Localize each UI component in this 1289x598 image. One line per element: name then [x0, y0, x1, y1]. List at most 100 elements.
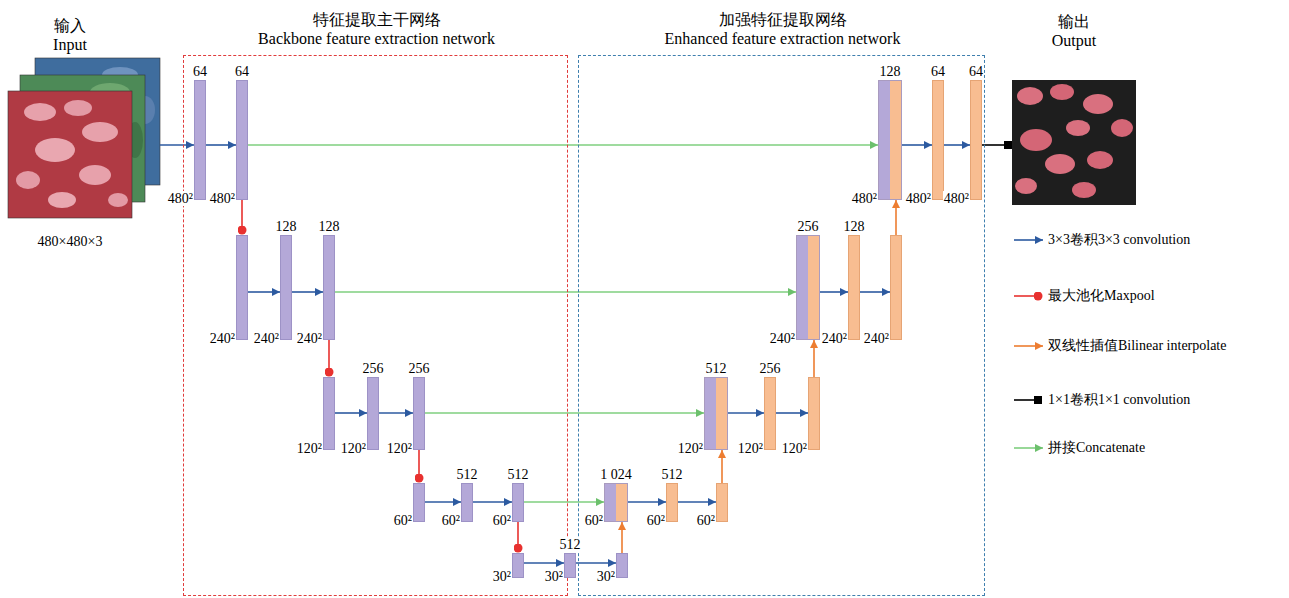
caption-group: 480×480×3: [8, 232, 132, 251]
caption-group: 加强特征提取网络Enhanced feature extraction netw…: [579, 10, 986, 48]
channel-count: 128: [318, 219, 341, 234]
legend-text: 拼接Concatenate: [1048, 440, 1145, 456]
feature-size: 240²: [209, 331, 236, 346]
feature-size: 60²: [696, 513, 716, 528]
caption-group: 输出Output: [1012, 12, 1136, 50]
input-image-stack: [8, 58, 160, 218]
channel-count: 128: [275, 219, 298, 234]
channel-count: 256: [408, 361, 431, 376]
legend-line: [1014, 295, 1038, 297]
feature-map-bar: 240²: [236, 235, 248, 340]
feature-map-bar: 64480²: [236, 80, 248, 200]
feature-size: 240²: [253, 331, 280, 346]
legend-text: 最大池化Maxpool: [1048, 288, 1155, 304]
feature-size: 60²: [646, 513, 666, 528]
concat-feature-bar: 256240²: [796, 235, 820, 340]
region-title: 加强特征提取网络: [579, 10, 986, 29]
conv-connector: [335, 412, 367, 414]
image-caption: Output: [1012, 31, 1136, 50]
feature-size: 120²: [296, 441, 323, 456]
feature-size: 60²: [584, 513, 604, 528]
channel-count: 512: [456, 467, 479, 482]
concat-feature-bar: 1 02460²: [604, 483, 628, 522]
feature-size: 480²: [905, 191, 932, 206]
legend-line: [1014, 399, 1038, 401]
upsampled-feature-bar: 64480²: [932, 80, 944, 200]
feature-size: 120²: [386, 441, 413, 456]
conv-connector: [292, 291, 323, 293]
legend-row: 3×3卷积3×3 convolution: [1012, 232, 1282, 248]
conv-connector: [944, 144, 970, 146]
feature-size: 60²: [492, 513, 512, 528]
network-region: 特征提取主干网络Backbone feature extraction netw…: [183, 55, 568, 596]
caption-group: 输入Input: [8, 16, 132, 54]
conv-connector: [248, 291, 280, 293]
channel-count: 256: [362, 361, 385, 376]
legend-line: [1014, 447, 1043, 449]
legend-line: [1014, 239, 1043, 241]
legend-row: 双线性插值Bilinear interpolate: [1012, 338, 1282, 354]
channel-count: 512: [507, 467, 530, 482]
legend-row: 最大池化Maxpool: [1012, 288, 1282, 304]
out-connector: [982, 144, 1008, 146]
feature-size: 240²: [769, 331, 796, 346]
upsampled-feature-bar: 51260²: [666, 483, 678, 522]
legend-sample: [1012, 338, 1046, 354]
conv-connector: [379, 412, 413, 414]
upsampled-feature-bar: 128240²: [848, 235, 860, 340]
feature-size: 480²: [851, 191, 878, 206]
legend-line: [1014, 345, 1043, 347]
pool-connector: [517, 522, 519, 548]
upsampled-feature-bar: 60²: [716, 483, 728, 522]
feature-map-bar: 256120²: [413, 377, 425, 450]
upsampled-feature-bar: 120²: [808, 377, 820, 450]
feature-size: 120²: [781, 441, 808, 456]
legend-text: 1×1卷积1×1 convolution: [1048, 392, 1190, 408]
feature-size: 30²: [492, 569, 512, 584]
feature-map-bar: 256120²: [367, 377, 379, 450]
feature-size: 240²: [296, 331, 323, 346]
image-panel: 输出Output: [1012, 80, 1136, 205]
feature-size: 120²: [677, 441, 704, 456]
channel-count: 256: [759, 361, 782, 376]
conv-connector: [628, 501, 666, 503]
conv-connector: [425, 501, 461, 503]
network-region: 加强特征提取网络Enhanced feature extraction netw…: [578, 55, 985, 596]
channel-count: 256: [797, 219, 820, 234]
cat-connector: [524, 501, 604, 503]
upsampled-feature-bar: 240²: [890, 235, 902, 340]
conv-connector: [820, 291, 848, 293]
conv-connector: [160, 144, 194, 146]
feature-map-bar: 120²: [323, 377, 335, 450]
image-caption: 输入: [8, 16, 132, 35]
feature-map-bar: 51260²: [461, 483, 473, 522]
region-title: Backbone feature extraction network: [184, 29, 569, 48]
pool-connector: [328, 340, 330, 372]
cat-connector: [248, 144, 878, 146]
conv-connector: [902, 144, 932, 146]
caption-group: 特征提取主干网络Backbone feature extraction netw…: [184, 10, 569, 48]
channel-count: 128: [879, 64, 902, 79]
feature-size: 480²: [943, 191, 970, 206]
conv-connector: [728, 412, 764, 414]
legend-text: 双线性插值Bilinear interpolate: [1048, 338, 1226, 354]
up-connector: [621, 522, 623, 553]
image-caption: 输出: [1012, 12, 1136, 31]
output-image: [1012, 80, 1136, 205]
image-size: 480×480×3: [8, 232, 132, 251]
channel-count: 64: [930, 64, 946, 79]
concat-feature-bar: 512120²: [704, 377, 728, 450]
channel-count: 1 024: [599, 467, 633, 482]
legend-sample: [1012, 288, 1046, 304]
region-title: Enhanced feature extraction network: [579, 29, 986, 48]
feature-map-bar: 128240²: [323, 235, 335, 340]
conv-connector: [860, 291, 890, 293]
concat-feature-bar: 128480²: [878, 80, 902, 200]
channel-count: 512: [705, 361, 728, 376]
conv-connector: [524, 562, 564, 564]
legend-text: 3×3卷积3×3 convolution: [1048, 232, 1190, 248]
feature-size: 120²: [737, 441, 764, 456]
channel-count: 512: [559, 537, 582, 552]
feature-map-bar: 64480²: [194, 80, 206, 200]
